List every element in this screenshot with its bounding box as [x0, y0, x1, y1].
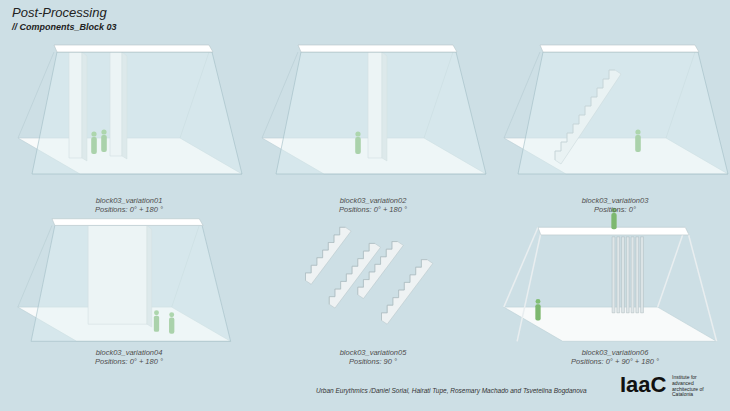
glass-facade — [32, 52, 242, 174]
stair-edge — [382, 260, 428, 321]
label-text: Urban Eurythmics /Daniel Sorial, Hairati… — [316, 387, 587, 394]
louvre-slat — [617, 237, 620, 313]
text-slot: IaaC — [620, 372, 666, 397]
variation-caption: Positions: 0° + 180 ° — [95, 206, 163, 215]
text-slot: Post-Processing — [12, 6, 107, 21]
text-slot: block03_variation02 — [340, 197, 407, 206]
text-slot: Positions: 0° + 180 ° — [95, 206, 163, 215]
roof-slab — [54, 45, 213, 52]
label-text: Post-Processing — [12, 6, 107, 21]
block-variation — [18, 45, 242, 174]
text-slot: Positions: 0° — [594, 206, 636, 215]
text-slot: Urban Eurythmics /Daniel Sorial, Hairati… — [316, 387, 587, 394]
glass-facade — [31, 225, 231, 341]
variation-caption: Positions: 90 ° — [349, 358, 397, 367]
frame-post — [658, 227, 686, 307]
glass-facade — [518, 52, 728, 174]
text-slot: Positions: 0° + 180 ° — [339, 206, 407, 215]
variation-caption: block03_variation05 — [340, 349, 407, 358]
frame-post — [688, 233, 717, 341]
person-head — [536, 299, 541, 304]
label-text: IaaC — [620, 372, 666, 397]
block-variation — [306, 227, 433, 324]
variation-caption: block03_variation01 — [96, 197, 163, 206]
louvre-slat — [636, 237, 639, 313]
stair-edge — [306, 227, 346, 280]
text-slot: // Components_Block 03 — [12, 22, 117, 32]
text-slot: Positions: 0° + 90° + 180 ° — [571, 358, 659, 367]
louvre-slat — [622, 237, 625, 313]
frame-post — [517, 233, 541, 341]
variation-caption: block03_variation04 — [96, 349, 163, 358]
text-slot: block03_variation04 — [96, 349, 163, 358]
variation-caption: block03_variation03 — [582, 197, 649, 206]
variation-caption: Positions: 0° + 180 ° — [339, 206, 407, 215]
roof-slab — [540, 45, 699, 52]
variation-caption: block03_variation06 — [582, 349, 649, 358]
text-slot: block03_variation05 — [340, 349, 407, 358]
text-slot: block03_variation06 — [582, 349, 649, 358]
text-slot: Institute for advanced architecture of C… — [672, 375, 718, 398]
stair — [382, 260, 433, 325]
text-slot: Positions: 90 ° — [349, 358, 397, 367]
louvre-slat — [641, 237, 644, 313]
text-slot: block03_variation01 — [96, 197, 163, 206]
text-slot: Positions: 0° + 180 ° — [95, 358, 163, 367]
person-body — [535, 304, 540, 320]
variation-caption: Positions: 0° + 90° + 180 ° — [571, 358, 659, 367]
glass-facade — [276, 52, 486, 174]
block-variation — [18, 219, 231, 342]
stair — [358, 242, 404, 299]
block-variation — [504, 45, 728, 174]
label-text: // Components_Block 03 — [12, 22, 117, 32]
label-text: Institute for advanced architecture of C… — [672, 375, 718, 398]
louvre-slat — [612, 237, 615, 313]
roof-slab — [298, 45, 457, 52]
block-variation — [262, 45, 486, 174]
roof-slab — [52, 219, 203, 226]
person-body — [611, 213, 616, 229]
louvre-slat — [631, 237, 634, 313]
stair — [306, 227, 352, 284]
stair-edge — [358, 242, 398, 295]
stair-edge — [329, 243, 375, 304]
variation-caption: Positions: 0° — [594, 206, 636, 215]
block-variation — [504, 208, 717, 342]
variation-caption: Positions: 0° + 180 ° — [95, 358, 163, 367]
text-slot: block03_variation03 — [582, 197, 649, 206]
person-figure — [535, 299, 540, 320]
variation-caption: block03_variation02 — [340, 197, 407, 206]
louvre-slat — [626, 237, 629, 313]
